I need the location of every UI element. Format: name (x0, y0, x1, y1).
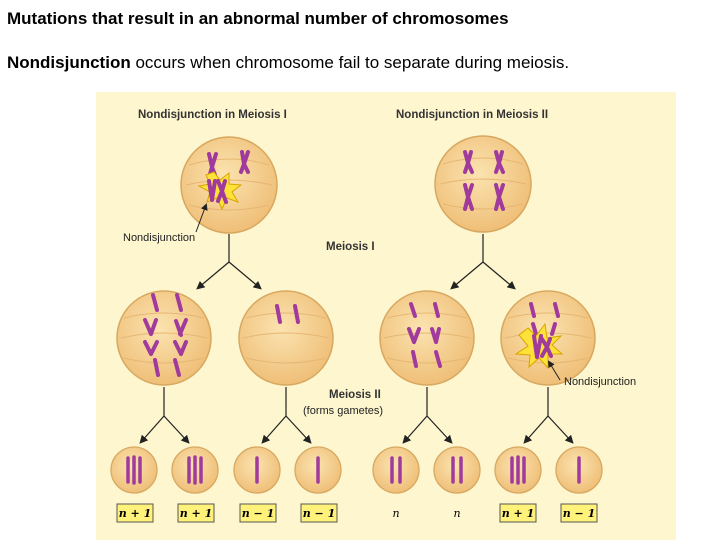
term-nondisjunction: Nondisjunction (7, 53, 131, 72)
meiosis-1-label: Meiosis I (326, 241, 375, 253)
gamete-3 (234, 447, 280, 493)
gamete-label-2: n + 1 (178, 504, 214, 522)
gamete-label-8: n − 1 (561, 504, 597, 522)
left-daughter-cell-a (117, 291, 211, 385)
right-daughter-cell-b (501, 291, 595, 385)
gamete-label-3: n − 1 (240, 504, 276, 522)
left-daughter-cell-b (239, 291, 333, 385)
left-parent-cell (181, 137, 277, 233)
gamete-2 (172, 447, 218, 493)
right-panel-title: Nondisjunction in Meiosis II (396, 109, 548, 121)
svg-text:n − 1: n − 1 (563, 507, 596, 520)
meiosis-2-label: Meiosis II (329, 389, 381, 401)
right-daughter-cell-a (380, 291, 474, 385)
gamete-label-4: n − 1 (301, 504, 337, 522)
gamete-4 (295, 447, 341, 493)
nondisjunction-label-left: Nondisjunction (123, 232, 195, 244)
gamete-label-7: n + 1 (500, 504, 536, 522)
gamete-label-6: n (453, 507, 460, 520)
term-description: occurs when chromosome fail to separate … (131, 53, 569, 72)
gamete-label-1: n + 1 (117, 504, 153, 522)
svg-text:n − 1: n − 1 (242, 507, 275, 520)
slide-title: Mutations that result in an abnormal num… (7, 9, 509, 29)
gamete-1 (111, 447, 157, 493)
left-panel-title: Nondisjunction in Meiosis I (138, 109, 287, 121)
gamete-8 (556, 447, 602, 493)
svg-text:n + 1: n + 1 (180, 507, 213, 520)
right-parent-cell (435, 136, 531, 232)
slide-body: Nondisjunction occurs when chromosome fa… (7, 51, 687, 74)
meiosis-2-sublabel: (forms gametes) (303, 405, 383, 417)
gamete-7 (495, 447, 541, 493)
svg-text:n + 1: n + 1 (502, 507, 535, 520)
gamete-5 (373, 447, 419, 493)
gamete-6 (434, 447, 480, 493)
svg-text:n + 1: n + 1 (119, 507, 152, 520)
nondisjunction-diagram: Nondisjunction in Meiosis I Nondisjuncti… (96, 92, 676, 540)
nondisjunction-label-right: Nondisjunction (564, 376, 636, 388)
svg-text:n − 1: n − 1 (303, 507, 336, 520)
gamete-label-5: n (392, 507, 399, 520)
